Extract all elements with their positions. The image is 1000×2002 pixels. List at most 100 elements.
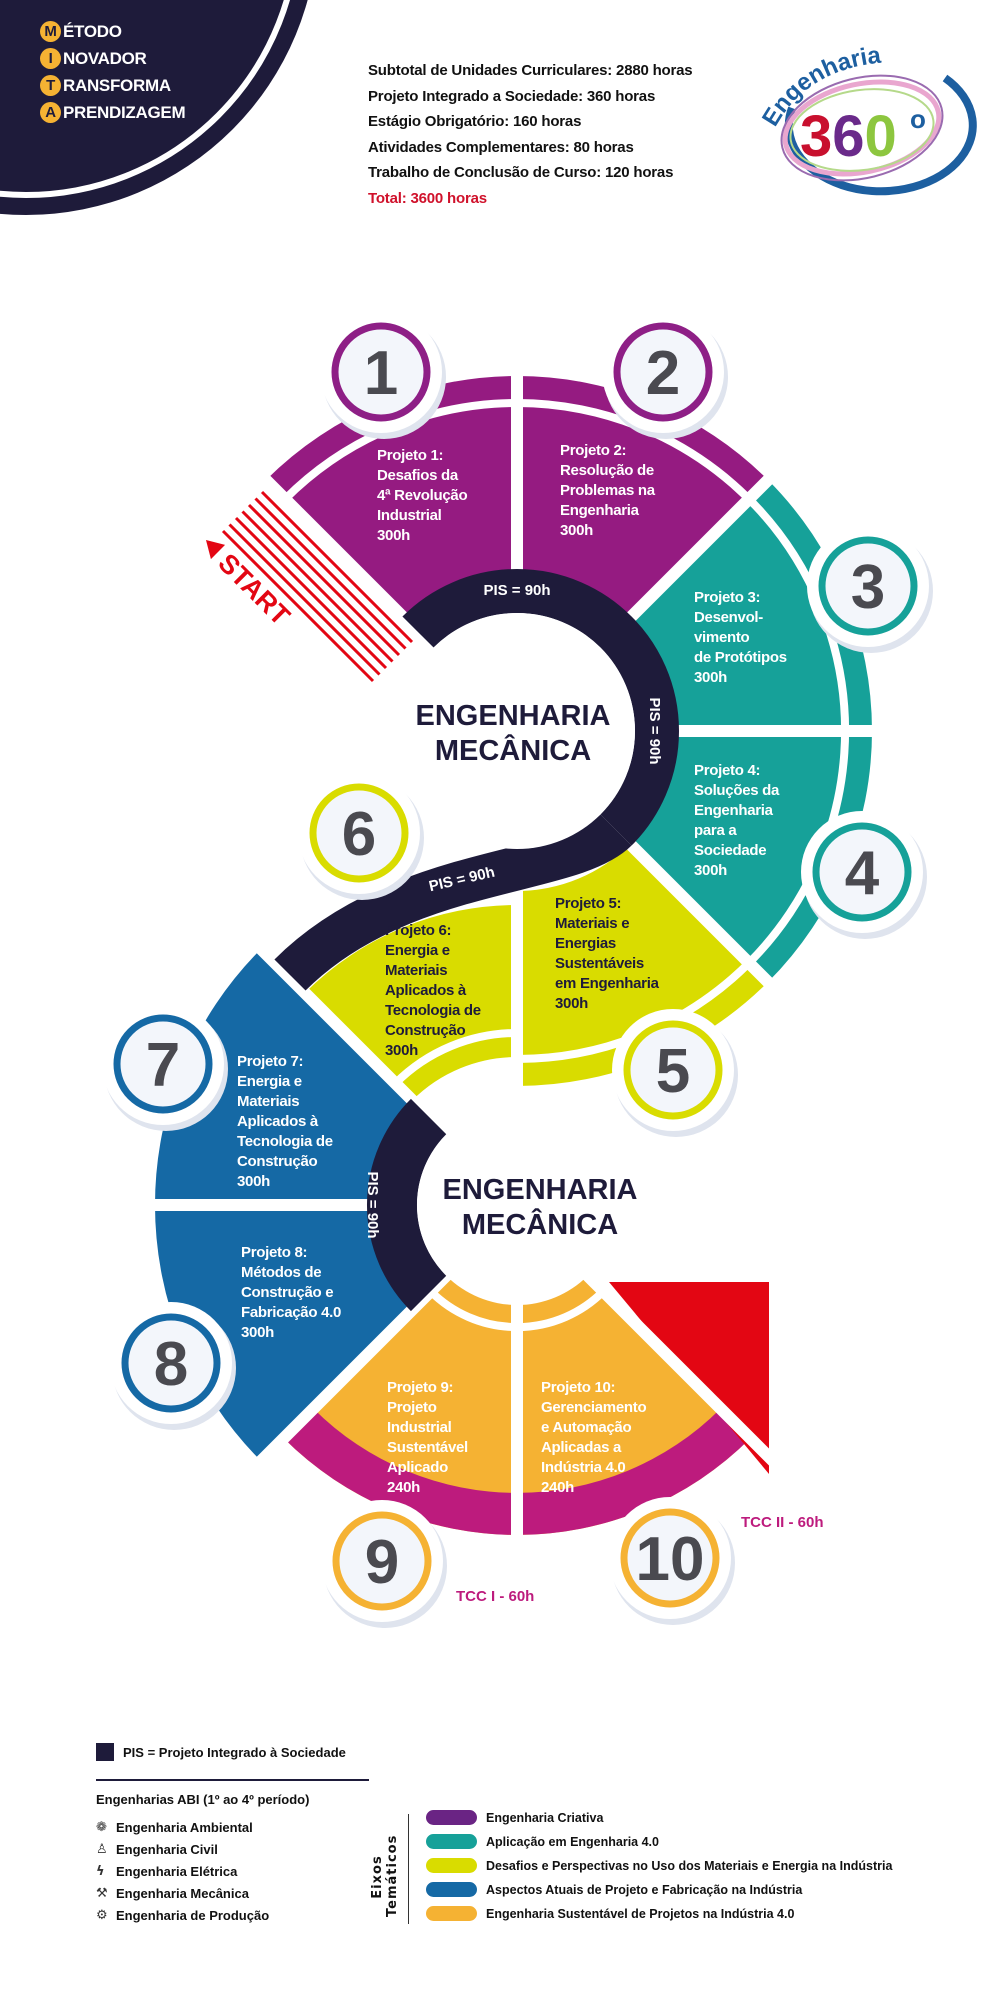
project-label-line: Construção [385, 1022, 465, 1039]
project-label-line: 300h [241, 1324, 274, 1341]
pis-ring-upper [402, 569, 679, 846]
start-stripe [234, 516, 388, 670]
hub-lower-center [417, 1105, 617, 1305]
legend-divider [96, 1779, 369, 1781]
eixos-line2: Temáticos [385, 1834, 400, 1917]
badge-ring [620, 1508, 720, 1608]
gear-icon: ⚙ [96, 1908, 108, 1923]
lightning-icon: ϟ [96, 1864, 105, 1879]
badge-ring [613, 322, 713, 422]
project-7-badge: 7 [102, 1003, 228, 1131]
pis-s-band [274, 813, 632, 991]
project-label-line: Problemas na [560, 482, 656, 499]
abi-item-mecanica: ⚒Engenharia Mecânica [96, 1886, 249, 1901]
abi-title: Engenharias ABI (1º ao 4º período) [96, 1792, 310, 1807]
start-marker: START [205, 539, 296, 632]
project-3-badge: 3 [807, 525, 933, 653]
eixo-label: Desafios e Perspectivas no Uso dos Mater… [486, 1858, 893, 1873]
project-label-line: 300h [555, 995, 588, 1012]
project-label-line: Aplicadas a [541, 1439, 622, 1456]
abi-item-label: Engenharia Mecânica [116, 1886, 249, 1901]
logo-ellipse-purple [780, 74, 944, 182]
hub-title-line2: MECÂNICA [462, 1207, 618, 1241]
project-label-line: Gerenciamento [541, 1399, 646, 1416]
project-3-segment [630, 480, 872, 731]
hours-line: Trabalho de Conclusão de Curso: 120 hora… [368, 164, 674, 181]
project-label-line: vimento [694, 629, 750, 646]
brand-letter-i: I [40, 48, 61, 69]
tcc-1-label: TCC I - 60h [456, 1588, 534, 1605]
project-2-badge: 2 [602, 311, 728, 439]
start-stripes [221, 490, 414, 683]
start-stripe [228, 523, 381, 676]
badge-ring [332, 1511, 432, 1611]
eixo-label: Engenharia Criativa [486, 1810, 604, 1825]
project-label-line: Projeto 4: [694, 762, 760, 779]
project-label-line: Aplicado [387, 1459, 448, 1476]
eixo-color-pill [426, 1858, 477, 1873]
badge-number: 9 [365, 1528, 399, 1597]
engenharia-360-logo: Engenharia 360 o [757, 42, 977, 196]
badge-number: 6 [342, 800, 376, 869]
project-label-line: Resolução de [560, 462, 654, 479]
badge-number: 5 [656, 1037, 690, 1106]
project-9-badge: 9 [321, 1500, 447, 1628]
project-label-line: Projeto 6: [385, 922, 451, 939]
pis-label: PIS = 90h [364, 1171, 381, 1238]
tcc-2-label: TCC II - 60h [741, 1514, 824, 1531]
badge-ring [818, 536, 918, 636]
hub-title-line1: ENGENHARIA [443, 1174, 638, 1206]
project-label-line: em Engenharia [555, 975, 660, 992]
project-label-line: Sustentáveis [555, 955, 644, 972]
project-label-line: Projeto 3: [694, 589, 760, 606]
project-5-badge: 5 [612, 1009, 738, 1137]
project-label-line: Construção e [241, 1284, 333, 1301]
project-label-line: 300h [560, 522, 593, 539]
segment-stripe [392, 1029, 518, 1087]
project-label-line: Engenharia [560, 502, 640, 519]
badge-ring [623, 1020, 723, 1120]
project-label-line: Projeto 2: [560, 442, 626, 459]
project-label-line: Sociedade [694, 842, 766, 859]
header-blob-ring [0, 0, 290, 198]
project-label-line: Energia e [385, 942, 450, 959]
start-stripe [247, 503, 401, 657]
project-8-badge: 8 [110, 1302, 236, 1430]
eixos-divider [408, 1814, 409, 1924]
logo-ellipse-pink [782, 79, 942, 177]
project-label-line: Indústria 4.0 [541, 1459, 625, 1476]
project-1-badge: 1 [320, 311, 446, 439]
project-label-line: Aplicados à [237, 1113, 319, 1130]
project-label-line: de Protótipos [694, 649, 787, 666]
pis-swatch [96, 1743, 114, 1761]
recycle-icon: ❁ [96, 1820, 107, 1835]
project-label-line: Projeto [387, 1399, 437, 1416]
start-stripe [221, 529, 375, 683]
abi-item-ambiental: ❁Engenharia Ambiental [96, 1820, 253, 1835]
badge-number: 7 [146, 1031, 180, 1100]
project-label-line: Materiais e [555, 915, 629, 932]
project-2-segment [517, 376, 768, 618]
project-label-line: e Automação [541, 1419, 631, 1436]
project-label-line: Projeto 7: [237, 1053, 303, 1070]
project-label-line: Engenharia [694, 802, 774, 819]
project-label-line: Tecnologia de [385, 1002, 481, 1019]
hours-line: Atividades Complementares: 80 horas [368, 138, 634, 156]
project-label-line: Energia e [237, 1073, 302, 1090]
badge-ring [812, 822, 912, 922]
logo-degree: o [910, 104, 926, 134]
brand-letter-a: A [40, 102, 61, 123]
eixo-label: Engenharia Sustentável de Projetos na In… [486, 1906, 795, 1921]
project-label-line: 300h [237, 1173, 270, 1190]
project-label-line: 300h [385, 1042, 418, 1059]
project-label-line: 240h [541, 1479, 574, 1496]
eixo-item: Engenharia Criativa [426, 1810, 603, 1825]
project-label-line: Projeto 1: [377, 447, 443, 464]
project-label-line: 300h [694, 862, 727, 879]
